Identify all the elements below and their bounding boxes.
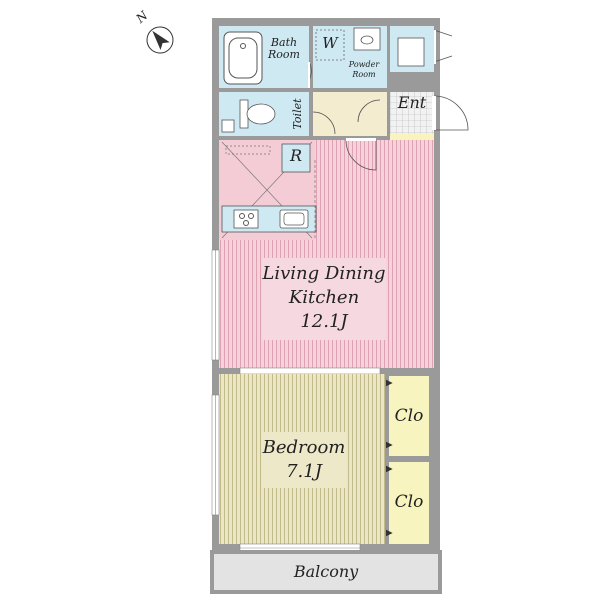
bathtub-inner: [228, 37, 258, 79]
compass-icon: [146, 26, 174, 54]
washer-space: [315, 29, 345, 61]
refrigerator: [281, 143, 311, 173]
entrance-door: [433, 95, 469, 131]
closet-lower: [389, 462, 429, 544]
toilet-bowl-icon: [246, 103, 276, 125]
basin: [353, 27, 381, 51]
refrigerator-label: R: [289, 146, 303, 165]
ldk-label-box: [262, 258, 386, 340]
ldk-door: [345, 139, 377, 171]
range-hood: [225, 145, 271, 155]
closet-door-icons: [385, 379, 393, 537]
entrance-label: Ent: [397, 93, 427, 112]
balcony: [210, 550, 442, 594]
basin-bowl-icon: [360, 35, 374, 45]
bedroom-label-box: [262, 432, 346, 488]
hallway: [313, 92, 387, 136]
closet-lower-label: Clo: [394, 492, 424, 512]
washer-label: W: [322, 34, 338, 52]
balcony-label: Balcony: [293, 562, 359, 581]
toilet-shelf: [221, 119, 235, 133]
closet-upper-label: Clo: [394, 406, 424, 426]
toilet-door: [312, 111, 336, 135]
sliding-partition: [239, 367, 381, 375]
hall-door: [357, 99, 381, 123]
toilet-label: Toilet: [291, 98, 304, 130]
drain-icon: [240, 43, 246, 49]
storage-box: [397, 37, 425, 67]
entrance: [390, 92, 434, 134]
sink-icon: [279, 209, 309, 229]
storage-door: [433, 29, 453, 63]
closet-upper: [389, 376, 429, 456]
